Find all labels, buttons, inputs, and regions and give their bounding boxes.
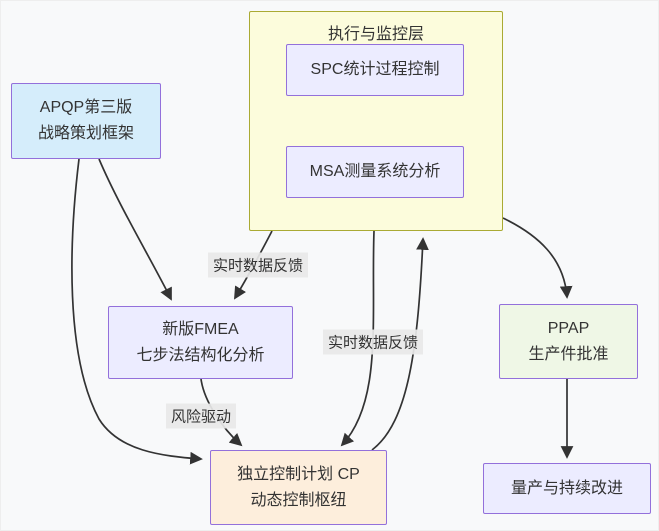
node-ppap: PPAP 生产件批准 — [499, 304, 638, 379]
edge-cp-to-execution — [371, 237, 429, 451]
node-production-label: 量产与持续改进 — [510, 479, 623, 497]
node-fmea: 新版FMEA 七步法结构化分析 — [108, 306, 293, 379]
node-ppap-label-line1: PPAP — [547, 319, 590, 337]
edge-label-risk-driven: 风险驱动 — [165, 403, 237, 429]
node-apqp: APQP第三版 战略策划框架 — [11, 83, 161, 159]
node-spc: SPC统计过程控制 — [286, 44, 464, 96]
node-production: 量产与持续改进 — [483, 463, 651, 514]
node-msa-label: MSA测量系统分析 — [309, 163, 441, 180]
edge-execution-to-ppap — [502, 217, 573, 299]
node-fmea-label-line1: 新版FMEA — [162, 320, 239, 338]
node-cp-label-line2: 动态控制枢纽 — [250, 491, 347, 509]
node-fmea-label-line2: 七步法结构化分析 — [136, 346, 265, 364]
node-spc-label: SPC统计过程控制 — [310, 61, 440, 78]
node-apqp-label-line2: 战略策划框架 — [37, 125, 134, 142]
node-cp-label-line1: 独立控制计划 CP — [237, 465, 360, 483]
node-cp: 独立控制计划 CP 动态控制枢纽 — [210, 450, 387, 525]
node-ppap-label-line2: 生产件批准 — [528, 345, 609, 363]
edge-apqp-to-fmea — [98, 158, 172, 301]
node-apqp-label-line1: APQP第三版 — [39, 99, 133, 116]
node-msa: MSA测量系统分析 — [286, 146, 464, 198]
edge-label-realtime-feedback-1: 实时数据反馈 — [207, 252, 309, 278]
edge-label-realtime-feedback-2: 实时数据反馈 — [322, 329, 424, 355]
cluster-title: 执行与监控层 — [327, 26, 424, 43]
edge-apqp-to-cp — [71, 158, 203, 465]
